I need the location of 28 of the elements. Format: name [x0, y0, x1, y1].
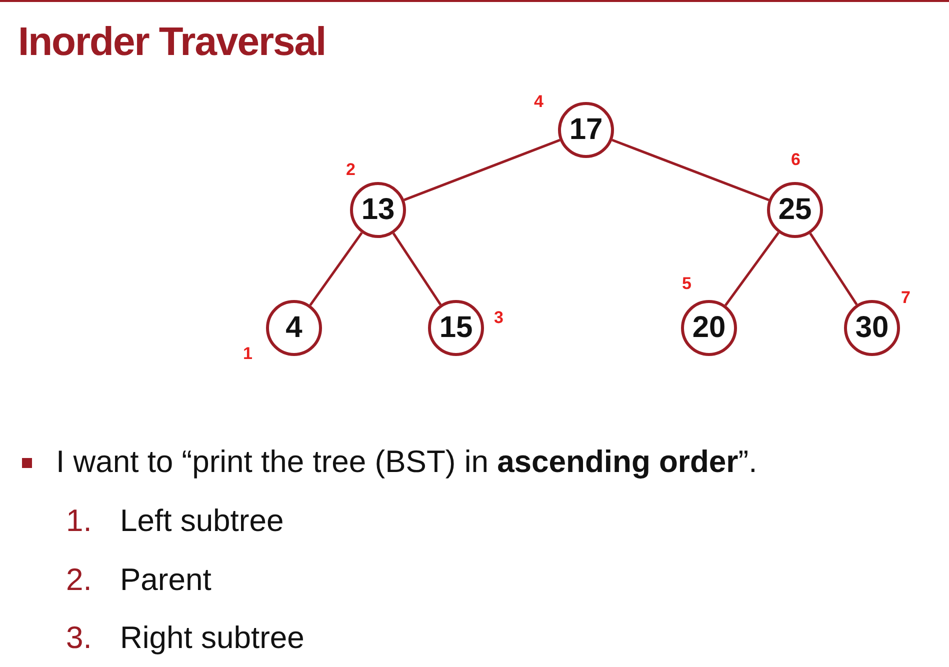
tree-edge	[309, 232, 363, 306]
order-number: 3	[494, 308, 504, 328]
list-item: Parent	[120, 562, 212, 598]
node-value: 17	[569, 113, 603, 147]
node-value: 20	[692, 311, 726, 345]
tree-edge	[809, 232, 858, 306]
tree-edge	[612, 138, 770, 202]
order-number: 5	[682, 274, 692, 294]
order-number: 6	[791, 150, 800, 170]
order-number: 7	[901, 288, 910, 308]
tree-edge	[404, 138, 560, 202]
list-item: Right subtree	[120, 620, 304, 656]
node-value: 30	[855, 311, 889, 345]
tree-edge	[724, 232, 780, 306]
list-number: 1.	[66, 503, 92, 539]
order-number: 2	[346, 160, 356, 180]
node-value: 25	[778, 193, 812, 227]
list-item: Left subtree	[120, 503, 284, 539]
node-value: 15	[439, 311, 473, 345]
order-number: 4	[534, 92, 544, 112]
slide-title: Inorder Traversal	[18, 20, 326, 65]
list-number: 2.	[66, 562, 92, 598]
bullet-text: I want to “print the tree (BST) in ascending order”.	[56, 444, 758, 480]
node-value: 13	[361, 193, 395, 227]
order-number: 1	[243, 344, 252, 364]
node-value: 4	[286, 311, 302, 345]
tree-edge	[392, 232, 442, 306]
list-number: 3.	[66, 620, 92, 656]
